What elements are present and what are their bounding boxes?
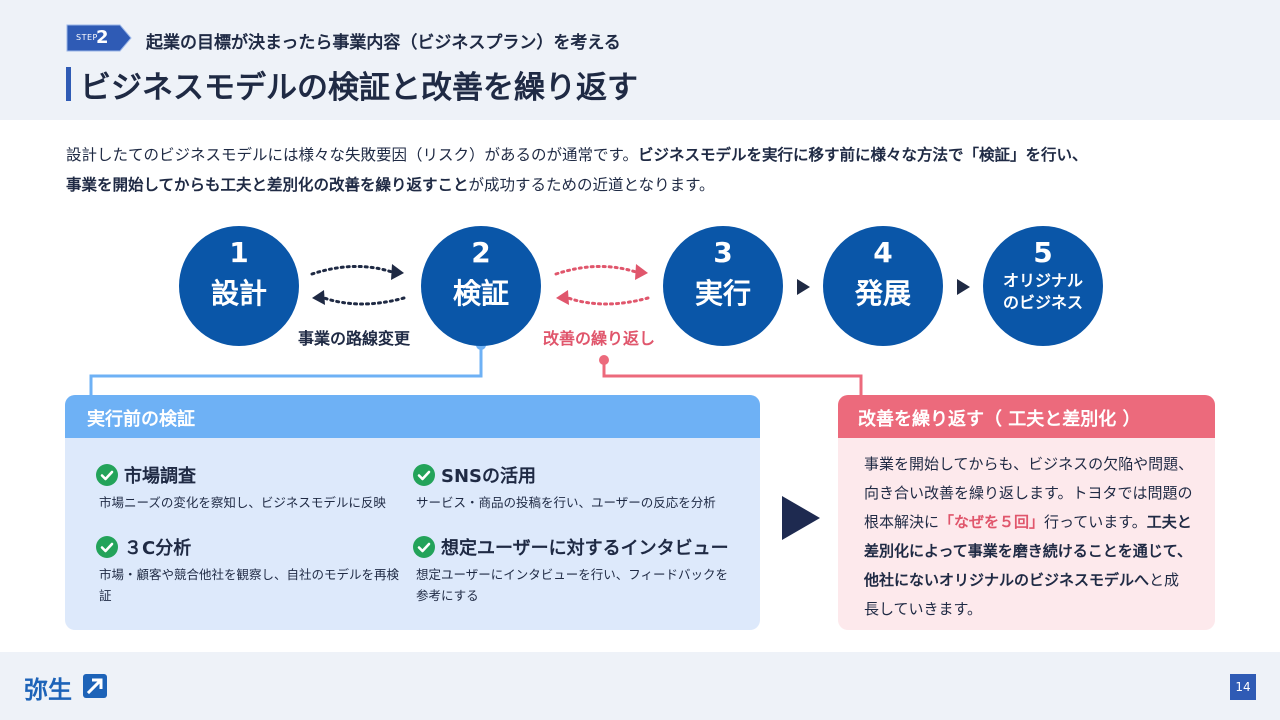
panel-left-title: 実行前の検証 [87,409,195,430]
check-circle-icon [96,464,118,486]
panel-right-title: 改善を繰り返す（ 工夫と差別化 ） [858,409,1141,430]
panel-transition-arrow-icon [782,496,820,540]
step-caption: 起業の目標が決まったら事業内容（ビジネスプラン）を考える [146,33,621,53]
arrow-label-route-change: 事業の路線変更 [298,329,411,348]
flow-step-2-label: 検証 [452,277,509,310]
flow-step-2: 2 検証 [421,226,541,346]
check-circle-icon [413,464,435,486]
panel-left-header [65,395,760,438]
panel-right-body-bold: 工夫と差別化によって事業を磨き続けることを通じて、他社にないオリジナルのビジネス… [864,513,1193,589]
flow-step-5-label-line1: オリジナル [1002,271,1083,290]
panel-right-body-part1: 事業を開始してからも、ビジネスの欠陥や問題、向き合い改善を繰り返します。トヨタで… [864,455,1194,531]
flow-step-1: 1 設計 [179,226,299,346]
verification-item-desc: 市場・顧客や競合他社を観察し、自社のモデルを再検証 [99,567,400,603]
flow-step-3-number: 3 [713,236,733,269]
panel-right-header [838,395,1215,438]
check-circle-icon [96,536,118,558]
flow-step-5-label-line2: のビジネス [1002,293,1083,312]
verification-item-title: SNSの活用 [441,466,536,487]
panel-repeat-improvement: 改善を繰り返す（ 工夫と差別化 ） 事業を開始してからも、ビジネスの欠陥や問題、… [838,395,1215,630]
verification-item-title: 想定ユーザーに対するインタビュー [441,538,729,559]
panel-right-body-part2: 行っています。 [1044,513,1147,531]
flow-step-1-number: 1 [229,236,249,269]
flow-step-4: 4 発展 [823,226,943,346]
flow-step-3: 3 実行 [663,226,783,346]
arrow-label-improvement: 改善の繰り返し [543,329,656,348]
flow-step-5-number: 5 [1033,236,1053,269]
flow-step-4-number: 4 [873,236,893,269]
intro-line1-plain: 設計したてのビジネスモデルには様々な失敗要因（リスク）があるのが通常です。 [66,146,638,164]
logo-arrow-icon [83,674,107,698]
panel-right-body-highlight: 「なぜを５回」 [939,513,1045,531]
verification-item-title: 市場調査 [124,466,196,487]
step-badge-shape [66,24,132,52]
panel-right-body: 事業を開始してからも、ビジネスの欠陥や問題、向き合い改善を繰り返します。トヨタで… [864,450,1194,624]
title-accent-bar [66,67,71,101]
header-band [0,0,1280,120]
page-title: ビジネスモデルの検証と改善を繰り返す [80,70,638,106]
footer-band [0,652,1280,720]
flow-step-1-label: 設計 [210,277,267,310]
verification-item-title: ３C分析 [124,538,192,559]
panel-pre-execution-verification: 実行前の検証 市場調査 市場ニーズの変化を察知し、ビジネスモデルに反映 SNSの… [65,395,760,630]
page-number: 14 [1230,674,1256,700]
flow-step-3-label: 実行 [694,277,751,310]
flow-step-5: 5 オリジナル のビジネス [983,226,1103,346]
intro-line2-plain: が成功するための近道となります。 [468,176,715,194]
yayoi-logo: 弥生 [24,676,72,704]
check-circle-icon [413,536,435,558]
step-number: 2 [96,27,109,48]
panel-right-body-part3: と成長していきます。 [864,571,1180,618]
flow-step-4-label: 発展 [854,277,911,310]
arrow-3-to-4-icon [797,279,810,295]
intro-line1-bold: ビジネスモデルを実行に移す前に様々な方法で「検証」を行い、 [637,146,1088,164]
arrow-4-to-5-icon [957,279,970,295]
flow-step-2-number: 2 [471,236,491,269]
step-badge: STEP 2 [66,24,132,52]
verification-item-desc: サービス・商品の投稿を行い、ユーザーの反応を分析 [416,495,716,510]
intro-line2-bold: 事業を開始してからも工夫と差別化の改善を繰り返すこと [66,176,469,194]
flow-step-5-label: オリジナル のビジネス [983,270,1103,314]
step-word: STEP [76,33,98,42]
verification-item-desc: 市場ニーズの変化を察知し、ビジネスモデルに反映 [99,495,386,510]
verification-item-desc: 想定ユーザーにインタビューを行い、フィードバックを参考にする [416,567,729,603]
intro-paragraph: 設計したてのビジネスモデルには様々な失敗要因（リスク）があるのが通常です。ビジネ… [66,140,1216,200]
